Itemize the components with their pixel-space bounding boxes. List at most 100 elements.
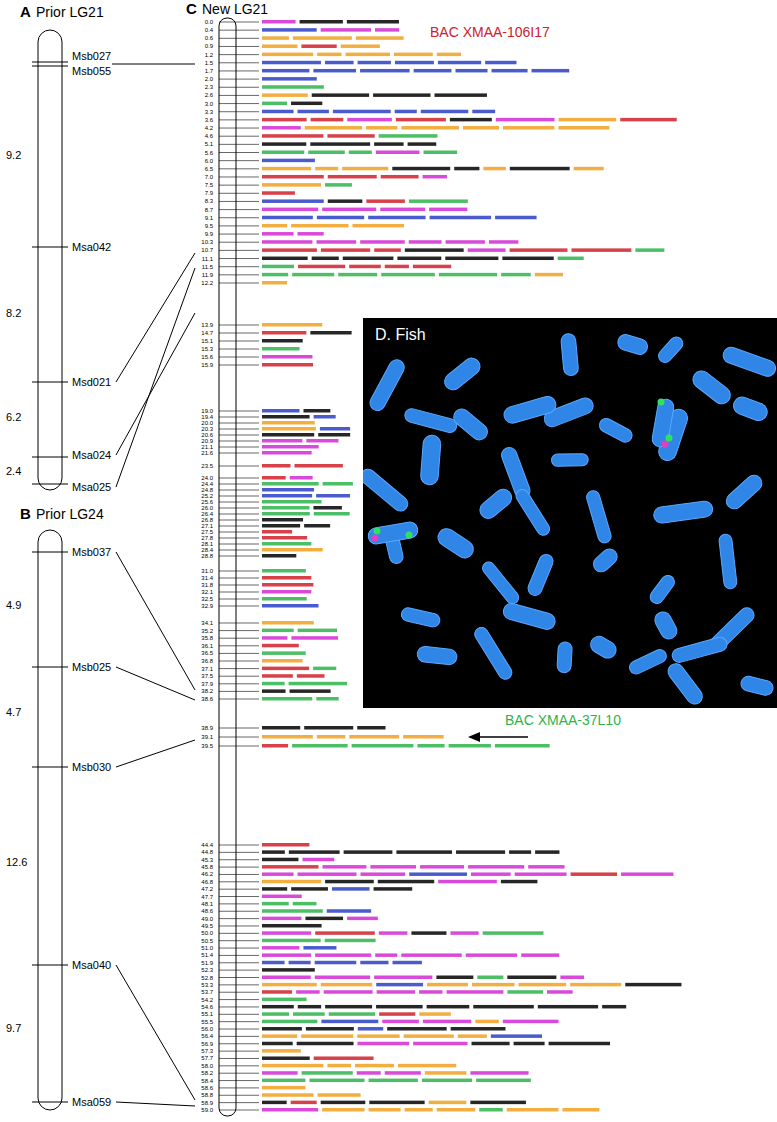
map-position: 20.3 [201, 426, 213, 432]
locus-line [236, 903, 259, 904]
chromosome-blob [477, 486, 515, 522]
bac-label: BAC XMAA-37L10 [505, 712, 621, 728]
locus-line [236, 435, 259, 436]
locus-tick [219, 1043, 236, 1044]
locus-line [236, 250, 259, 251]
map-position: 31.8 [201, 582, 213, 588]
marker-row [411, 931, 446, 935]
marker-row [380, 208, 425, 212]
map-position: 39.1 [201, 734, 213, 740]
locus-tick [219, 242, 236, 243]
marker-row [528, 865, 564, 869]
locus-line [236, 653, 259, 654]
marker-row [501, 880, 538, 884]
marker-row [321, 983, 372, 987]
map-position: 0.4 [205, 27, 213, 33]
marker-row [304, 726, 353, 730]
map-position: 37.5 [201, 673, 213, 679]
marker-row [262, 1012, 289, 1016]
marker-row [317, 735, 345, 739]
map-position: 37.9 [201, 681, 213, 687]
locus-line [236, 349, 259, 350]
map-position: 3.6 [205, 117, 213, 123]
chromosome-blob [590, 546, 620, 575]
marker-row [397, 257, 441, 261]
marker-row [262, 976, 311, 980]
marker-row [262, 990, 292, 994]
locus-tick [219, 1058, 236, 1059]
marker-row [635, 248, 664, 252]
chromosome-blob [616, 333, 650, 357]
marker-row [438, 61, 481, 65]
locus-tick [219, 538, 236, 539]
map-position: 38.9 [201, 725, 213, 731]
map-position: 32.9 [201, 603, 213, 609]
map-position: 7.5 [205, 182, 213, 188]
marker-row [346, 53, 390, 57]
locus-line [236, 160, 259, 161]
map-position: 39.5 [201, 743, 213, 749]
marker-row [262, 232, 294, 236]
marker-row [262, 476, 286, 480]
marker-row [571, 248, 631, 252]
map-position: 52.8 [201, 975, 213, 981]
marker-row [398, 1064, 456, 1068]
map-position: 53.7 [201, 989, 213, 995]
locus-line [236, 737, 259, 738]
marker-row [262, 697, 312, 701]
marker-row [262, 1079, 305, 1083]
locus-tick [219, 623, 236, 624]
chromosome-blob [367, 357, 407, 413]
marker-row [437, 1108, 475, 1112]
chromosome-blob [514, 487, 552, 537]
map-position: 2.3 [205, 84, 213, 90]
marker-tick [32, 247, 68, 248]
locus-tick [219, 948, 236, 949]
marker-row [262, 887, 287, 891]
locus-line [236, 502, 259, 503]
map-position: 24.8 [201, 487, 213, 493]
marker-row [458, 1034, 487, 1038]
locus-line [236, 111, 259, 112]
marker-tick [32, 552, 68, 553]
marker-row [262, 689, 286, 693]
map-position: 50.0 [201, 930, 213, 936]
map-position: 3.3 [205, 109, 213, 115]
marker-row [262, 542, 311, 546]
panel-title: New LG21 [202, 1, 268, 17]
marker-row [310, 142, 370, 146]
marker-row [368, 216, 425, 220]
locus-line [236, 1021, 259, 1022]
locus-tick [219, 54, 236, 55]
marker-row [379, 134, 438, 138]
marker-row [414, 69, 452, 73]
marker-row [602, 1005, 626, 1009]
locus-line [236, 556, 259, 557]
marker-row [620, 118, 676, 122]
locus-tick [219, 638, 236, 639]
locus-tick [219, 653, 236, 654]
marker-row [262, 102, 287, 106]
map-position: 11.5 [202, 264, 213, 270]
marker-row [315, 167, 338, 171]
chromosome-blob [400, 607, 441, 629]
locus-line [236, 699, 259, 700]
map-position: 24.4 [201, 481, 213, 487]
locus-line [236, 429, 259, 430]
marker-row [492, 69, 528, 73]
locus-line [236, 962, 259, 963]
marker-row [262, 488, 314, 492]
map-position: 20.0 [201, 420, 213, 426]
marker-row [305, 917, 343, 921]
marker-row [291, 102, 322, 106]
locus-line [236, 867, 259, 868]
marker-row [470, 1071, 528, 1075]
locus-tick [219, 234, 236, 235]
locus-line [236, 341, 259, 342]
marker-row [262, 257, 308, 261]
marker-row [376, 151, 420, 155]
locus-line [236, 225, 259, 226]
marker-row [454, 167, 479, 171]
marker-row [332, 887, 370, 891]
locus-line [236, 940, 259, 941]
